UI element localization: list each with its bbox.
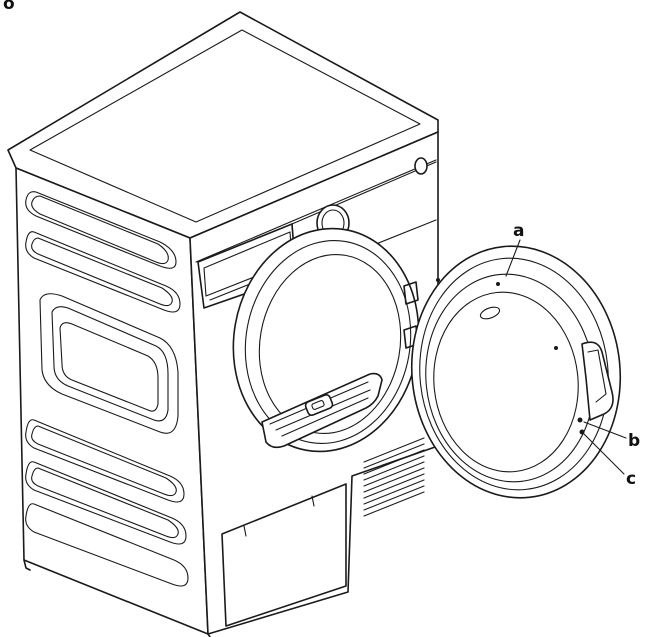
door-handle[interactable] — [581, 341, 614, 421]
callout-label-c: c — [626, 469, 636, 489]
callout-b: b — [583, 421, 640, 451]
callout-a: a — [505, 221, 524, 277]
start-button[interactable] — [414, 157, 428, 175]
side-ribs — [25, 191, 189, 587]
callout-label-b: b — [628, 431, 640, 451]
corner-mark: o — [3, 0, 15, 14]
ventilation-grille — [363, 437, 425, 517]
callout-label-a: a — [513, 221, 524, 241]
side-panel — [15, 167, 209, 635]
heat-exchanger-hatch[interactable] — [221, 483, 347, 627]
dryer-door[interactable] — [399, 236, 632, 508]
fluff-filter[interactable] — [261, 372, 383, 449]
callout-c: c — [583, 433, 636, 489]
